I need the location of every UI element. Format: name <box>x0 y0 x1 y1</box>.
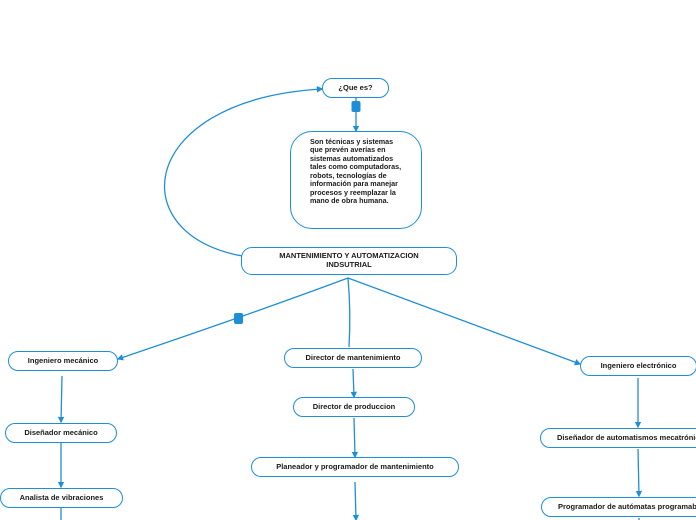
node-ingeniero-mecanico[interactable]: Ingeniero mecánico <box>8 351 118 371</box>
link-dir-mant-dir-prod <box>350 368 358 399</box>
node-programador-automatas[interactable]: Programador de autómatas programables <box>541 497 696 517</box>
node-descripcion[interactable]: Son técnicas y sistemas que prevén averí… <box>290 131 422 229</box>
node-planeador-programador[interactable]: Planeador y programador de mantenimiento <box>251 457 459 477</box>
collapse-handle-que-es[interactable] <box>351 101 361 112</box>
link-central-ing-mecanico <box>116 277 349 361</box>
link-central-ing-electronico <box>347 277 582 366</box>
link-ing-mec-disenador <box>57 375 65 424</box>
node-analista-vibraciones[interactable]: Analista de vibraciones <box>0 488 123 508</box>
node-que-es[interactable]: ¿Que es? <box>322 78 389 98</box>
link-planeador-down <box>352 481 360 520</box>
link-central-director-mantenimiento <box>347 277 351 348</box>
node-disenador-mecanico[interactable]: Diseñador mecánico <box>5 423 117 443</box>
node-director-produccion[interactable]: Director de produccion <box>293 397 415 417</box>
node-director-mantenimiento[interactable]: Director de mantenimiento <box>284 348 422 368</box>
node-central[interactable]: MANTENIMIENTO Y AUTOMATIZACION INDSUTRIA… <box>241 247 457 275</box>
node-ingeniero-electronico[interactable]: Ingeniero electrónico <box>580 356 696 376</box>
collapse-handle-central[interactable] <box>234 313 243 324</box>
link-disenador-auto-programador <box>635 448 643 498</box>
node-disenador-automatismos[interactable]: Diseñador de automatismos mecatrónicos <box>540 428 696 448</box>
link-dir-prod-planeador <box>351 417 359 459</box>
link-loop-to-que-es <box>163 86 324 259</box>
